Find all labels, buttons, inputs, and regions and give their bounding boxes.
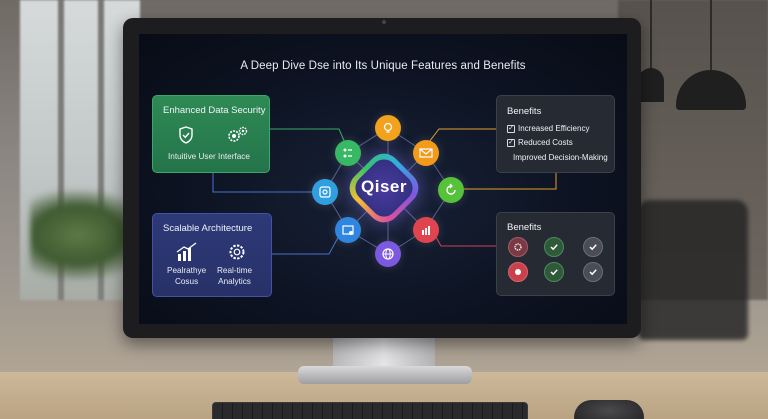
- scalable-item-2: Real-time Analytics: [217, 266, 253, 286]
- chart-node-icon[interactable]: [335, 140, 361, 166]
- scalable-item-1: Pealrathye Cosus: [167, 266, 207, 286]
- benefit-item-costs: ✓ Reduced Costs: [507, 138, 573, 147]
- security-panel[interactable]: Enhanced Data Security Intuitive User In…: [152, 95, 270, 173]
- shield-icon: [177, 125, 195, 145]
- monitor-stand-base: [298, 366, 472, 384]
- checkbox-checked-icon: ✓: [507, 124, 515, 133]
- security-panel-subtitle: Intuitive User Interface: [168, 152, 250, 161]
- lamp-cord: [710, 0, 712, 72]
- lamp-cord-2: [650, 0, 652, 70]
- bar-chart-icon[interactable]: [413, 217, 439, 243]
- settings-badge-icon: [508, 237, 528, 257]
- benefits-top-title: Benefits: [507, 106, 542, 117]
- gear-icon: [226, 241, 248, 263]
- scalable-panel[interactable]: Scalable Architecture Pealrathye Cosus R…: [152, 213, 272, 297]
- benefits-panel-bottom[interactable]: Benefits: [496, 212, 615, 296]
- pendant-lamp-2: [638, 68, 664, 102]
- dashboard-icon[interactable]: [335, 217, 361, 243]
- benefit-item-decisions: Improved Decision-Making: [513, 153, 608, 162]
- screen-title: A Deep Dive Dse into Its Unique Features…: [240, 60, 526, 72]
- benefit-item-efficiency: ✓ Increased Efficiency: [507, 124, 590, 133]
- checkbox-checked-icon: ✓: [507, 138, 515, 147]
- mail-icon[interactable]: [413, 140, 439, 166]
- growth-chart-icon: [175, 242, 199, 262]
- check-circle-icon: [544, 237, 564, 257]
- benefits-bottom-title: Benefits: [507, 222, 542, 233]
- monitor-screen: A Deep Dive Dse into Its Unique Features…: [139, 34, 627, 324]
- alert-badge-icon: [508, 262, 528, 282]
- keyboard: [212, 402, 528, 419]
- check-circle-icon: [583, 262, 603, 282]
- search-icon[interactable]: [312, 179, 338, 205]
- gears-icon: [225, 125, 249, 145]
- office-chair: [638, 200, 748, 340]
- check-circle-icon: [583, 237, 603, 257]
- check-circle-icon: [544, 262, 564, 282]
- webcam-icon: [382, 20, 386, 24]
- refresh-icon[interactable]: [438, 177, 464, 203]
- lightbulb-icon[interactable]: [375, 115, 401, 141]
- hub-label[interactable]: Qiser: [361, 177, 407, 196]
- mouse: [574, 400, 644, 419]
- scalable-panel-title: Scalable Architecture: [163, 223, 253, 234]
- security-panel-title: Enhanced Data Security: [163, 105, 266, 116]
- globe-icon[interactable]: [375, 241, 401, 267]
- benefits-panel-top[interactable]: Benefits ✓ Increased Efficiency ✓ Reduce…: [496, 95, 615, 173]
